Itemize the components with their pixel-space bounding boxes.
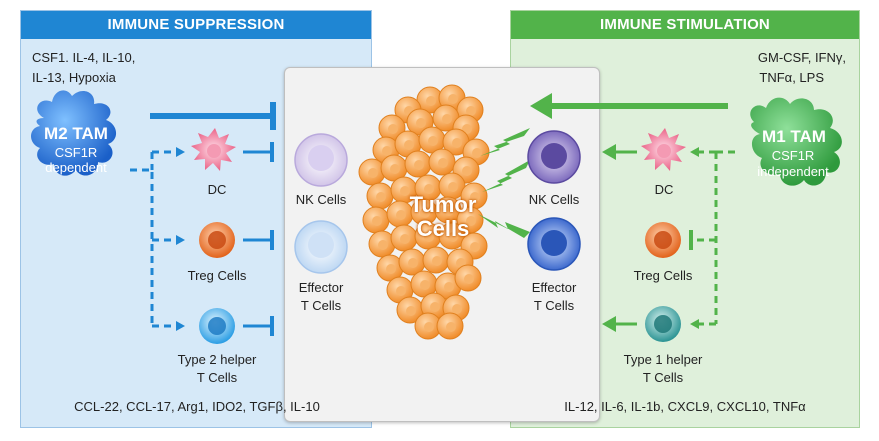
tumor-cell-nucleus [372, 216, 382, 226]
nk-label-right: NK Cells [528, 192, 580, 207]
nk-cell-right [527, 130, 581, 184]
tumor-cell-nucleus [430, 302, 440, 312]
tumor-cell-nucleus [428, 136, 438, 146]
tumor-cell-nucleus [444, 206, 454, 216]
tumor-cell-nucleus [378, 240, 388, 250]
m2-inputs-line2: IL-13, Hypoxia [32, 70, 116, 85]
tumor-cell-nucleus [368, 168, 378, 178]
bolt-1 [480, 128, 530, 156]
m2-dashed-tree [130, 168, 154, 326]
m2-inputs-line1: CSF1. IL-4, IL-10, [32, 50, 136, 65]
tumor-cell-nucleus [448, 94, 458, 104]
th1-label-line2: T Cells [642, 370, 684, 385]
m2-tam-cell [31, 90, 117, 176]
tumor-cell-nucleus [424, 184, 434, 194]
effector-label-left-1: Effector [298, 280, 344, 295]
m1-tam-sub2: independent [757, 164, 829, 179]
nk-label-left: NK Cells [295, 192, 347, 207]
m1-tam-cell [750, 97, 842, 186]
tumor-cell-nucleus [452, 138, 462, 148]
tumor-cell-nucleus [448, 232, 458, 242]
tumor-cell-nucleus [400, 234, 410, 244]
tumor-cell-nucleus [406, 306, 416, 316]
treg-label-right: Treg Cells [633, 268, 693, 283]
tumor-cell-nucleus [388, 124, 398, 134]
immune-stimulation-header: IMMUNE STIMULATION [511, 11, 859, 39]
tumor-cell-nucleus [376, 192, 386, 202]
tumor-cell-nucleus [438, 158, 448, 168]
tumor-cell-cluster [358, 84, 490, 340]
effector-label-left-2: T Cells [300, 298, 342, 313]
tumor-cell-nucleus [400, 186, 410, 196]
th2-cell-left [199, 308, 235, 344]
effector-cell-left [294, 220, 348, 274]
tumor-cell-nucleus [408, 258, 418, 268]
tumor-cell-nucleus [466, 106, 476, 116]
th2-label-line2: T Cells [196, 370, 238, 385]
m2-outputs: CCL-22, CCL-17, Arg1, IDO2, TGFβ, IL-10 [74, 399, 320, 414]
tumor-cell-nucleus [396, 286, 406, 296]
tumor-cell-nucleus [386, 264, 396, 274]
tumor-cell-nucleus [462, 166, 472, 176]
tumor-cell-nucleus [448, 182, 458, 192]
treg-cell-right [645, 222, 681, 258]
m1-inputs-line1: GM-CSF, IFNγ, [757, 50, 846, 65]
tumor-cell-nucleus [442, 114, 452, 124]
bolt-2 [482, 160, 530, 192]
m1-stim-head [530, 93, 552, 119]
dc-cell-left [191, 128, 236, 171]
tumor-cell-nucleus [416, 118, 426, 128]
tumor-cell-nucleus [464, 274, 474, 284]
tumor-cell-nucleus [462, 124, 472, 134]
tumor-cell-nucleus [424, 322, 434, 332]
m1-tam-title: M1 TAM [762, 127, 826, 146]
effector-cell-right [527, 217, 581, 271]
m1-outputs: IL-12, IL-6, IL-1b, CXCL9, CXCL10, TNFα [564, 399, 806, 414]
m2-tam-sub2: dependent [45, 160, 107, 175]
m2-tam-title: M2 TAM [44, 124, 108, 143]
m1-tam-sub1: CSF1R [771, 148, 815, 163]
tumor-cell-nucleus [390, 164, 400, 174]
immune-suppression-header: IMMUNE SUPPRESSION [21, 11, 371, 39]
tumor-cell-nucleus [452, 304, 462, 314]
tumor-cell-nucleus [472, 148, 482, 158]
tumor-cell-nucleus [424, 232, 434, 242]
tumor-cell-nucleus [420, 208, 430, 218]
m2-tam-sub1: CSF1R [54, 145, 98, 160]
nk-cell-left [294, 133, 348, 187]
tumor-cell-nucleus [420, 280, 430, 290]
bolt-3 [478, 214, 530, 238]
dc-stim-head-right [602, 144, 616, 160]
th1-label-line1: Type 1 helper [623, 352, 703, 367]
tumor-cell-nucleus [446, 322, 456, 332]
effector-label-right-2: T Cells [533, 298, 575, 313]
th1-stim-head-right [602, 316, 616, 332]
effector-label-right-1: Effector [531, 280, 577, 295]
tumor-cell-nucleus [470, 192, 480, 202]
tumor-label-2: Cells [416, 216, 470, 241]
tumor-cell-nucleus [396, 210, 406, 220]
treg-label-left: Treg Cells [187, 268, 247, 283]
tumor-cell-nucleus [382, 146, 392, 156]
tumor-cell-nucleus [404, 140, 414, 150]
tumor-cell-nucleus [466, 216, 476, 226]
treg-cell-left [199, 222, 235, 258]
dc-label-right: DC [654, 182, 674, 197]
th2-label-line1: Type 2 helper [177, 352, 257, 367]
tumor-cell-nucleus [444, 282, 454, 292]
dc-cell-right [641, 128, 686, 171]
tumor-cell-nucleus [432, 256, 442, 266]
tumor-cell-nucleus [414, 160, 424, 170]
th1-cell-right [645, 306, 681, 342]
m1-inputs-line2: TNFα, LPS [759, 70, 824, 85]
tumor-label-1: Tumor [409, 192, 477, 217]
dc-label-left: DC [207, 182, 227, 197]
tumor-cell-nucleus [426, 96, 436, 106]
tumor-cell-nucleus [470, 242, 480, 252]
